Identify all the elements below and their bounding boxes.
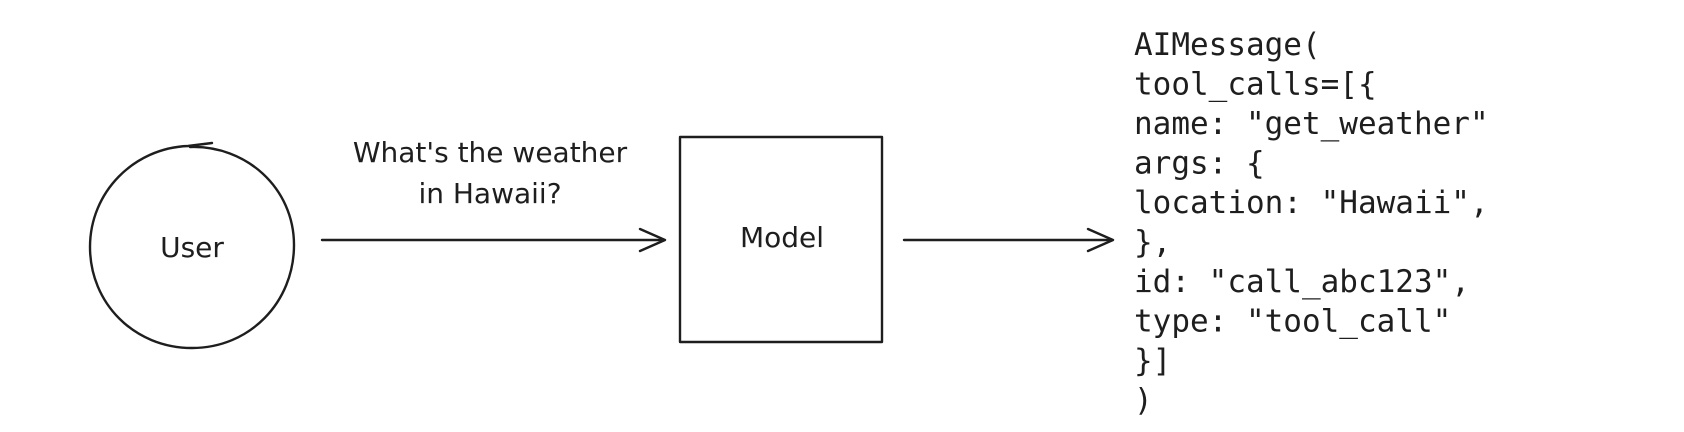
model-label: Model: [740, 221, 824, 254]
code-line: name: "get_weather": [1134, 106, 1489, 142]
user-label: User: [160, 231, 224, 264]
code-line: ): [1134, 383, 1153, 419]
code-line: args: {: [1134, 146, 1265, 182]
edge-label-line-1: What's the weather: [353, 136, 628, 169]
edge-label-line-2: in Hawaii?: [418, 177, 561, 210]
code-line: location: "Hawaii",: [1134, 185, 1489, 221]
code-line: type: "tool_call": [1134, 304, 1451, 340]
user-to-model-arrow: [320, 227, 667, 253]
code-line: },: [1134, 225, 1171, 261]
code-line: tool_calls=[{: [1134, 67, 1377, 103]
ai-message-code-block: AIMessage( tool_calls=[{ name: "get_weat…: [1134, 27, 1489, 419]
model-to-output-arrow: [902, 227, 1115, 253]
user-circle: [88, 141, 296, 350]
code-line: AIMessage(: [1134, 27, 1321, 63]
user-node: User: [88, 141, 296, 350]
model-box: [678, 135, 884, 344]
user-to-model-arrowhead: [638, 227, 667, 253]
model-to-output-arrowhead: [1086, 227, 1115, 253]
edge-label: What's the weather in Hawaii?: [353, 136, 628, 210]
code-line: }]: [1134, 343, 1171, 379]
model-node: Model: [678, 135, 884, 344]
code-line: id: "call_abc123",: [1134, 264, 1470, 300]
